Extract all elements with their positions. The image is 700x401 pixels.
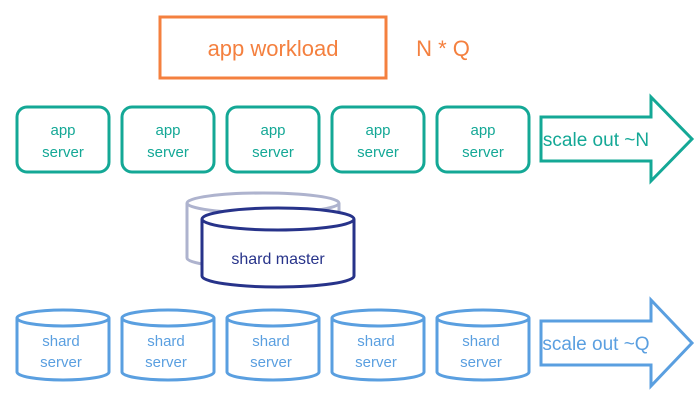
- app-workload-box: app workload: [158, 15, 388, 80]
- workload-formula: N * Q: [416, 36, 470, 61]
- app-server-label-line2: server: [252, 144, 294, 161]
- app-server-box: app server: [225, 105, 321, 174]
- app-server-box: app server: [435, 105, 531, 174]
- shard-master-label: shard master: [231, 251, 325, 268]
- shard-master-cylinder: shard master: [200, 206, 356, 289]
- app-server-label-line1: app: [155, 122, 180, 139]
- scale-out-n-label: scale out ~N: [543, 130, 649, 151]
- shard-server-label-line1: shard: [147, 333, 185, 350]
- shard-server-cylinder: shard server: [120, 308, 216, 382]
- shard-server-label-line1: shard: [252, 333, 290, 350]
- shard-server-label-line2: server: [40, 354, 82, 371]
- shard-server-cylinder: shard server: [225, 308, 321, 382]
- shard-server-label-line1: shard: [462, 333, 500, 350]
- app-server-label-line1: app: [50, 122, 75, 139]
- app-server-label-line1: app: [470, 122, 495, 139]
- app-server-label-line1: app: [365, 122, 390, 139]
- app-server-box: app server: [330, 105, 426, 174]
- shard-server-cylinder: shard server: [330, 308, 426, 382]
- shard-server-label-line1: shard: [42, 333, 80, 350]
- shard-server-cylinder: shard server: [435, 308, 531, 382]
- app-server-label-line1: app: [260, 122, 285, 139]
- scale-out-n-arrow: scale out ~N: [539, 93, 695, 185]
- app-server-label-line2: server: [357, 144, 399, 161]
- scale-out-q-label: scale out ~Q: [542, 334, 649, 355]
- app-server-label-line2: server: [42, 144, 84, 161]
- shard-server-label-line1: shard: [357, 333, 395, 350]
- app-workload-label: app workload: [208, 36, 339, 61]
- shard-server-cylinder: shard server: [15, 308, 111, 382]
- shard-server-label-line2: server: [250, 354, 292, 371]
- scale-out-q-arrow: scale out ~Q: [539, 296, 695, 390]
- app-server-label-line2: server: [462, 144, 504, 161]
- app-server-label-line2: server: [147, 144, 189, 161]
- app-server-box: app server: [120, 105, 216, 174]
- shard-server-label-line2: server: [460, 354, 502, 371]
- shard-server-label-line2: server: [355, 354, 397, 371]
- shard-server-label-line2: server: [145, 354, 187, 371]
- app-server-box: app server: [15, 105, 111, 174]
